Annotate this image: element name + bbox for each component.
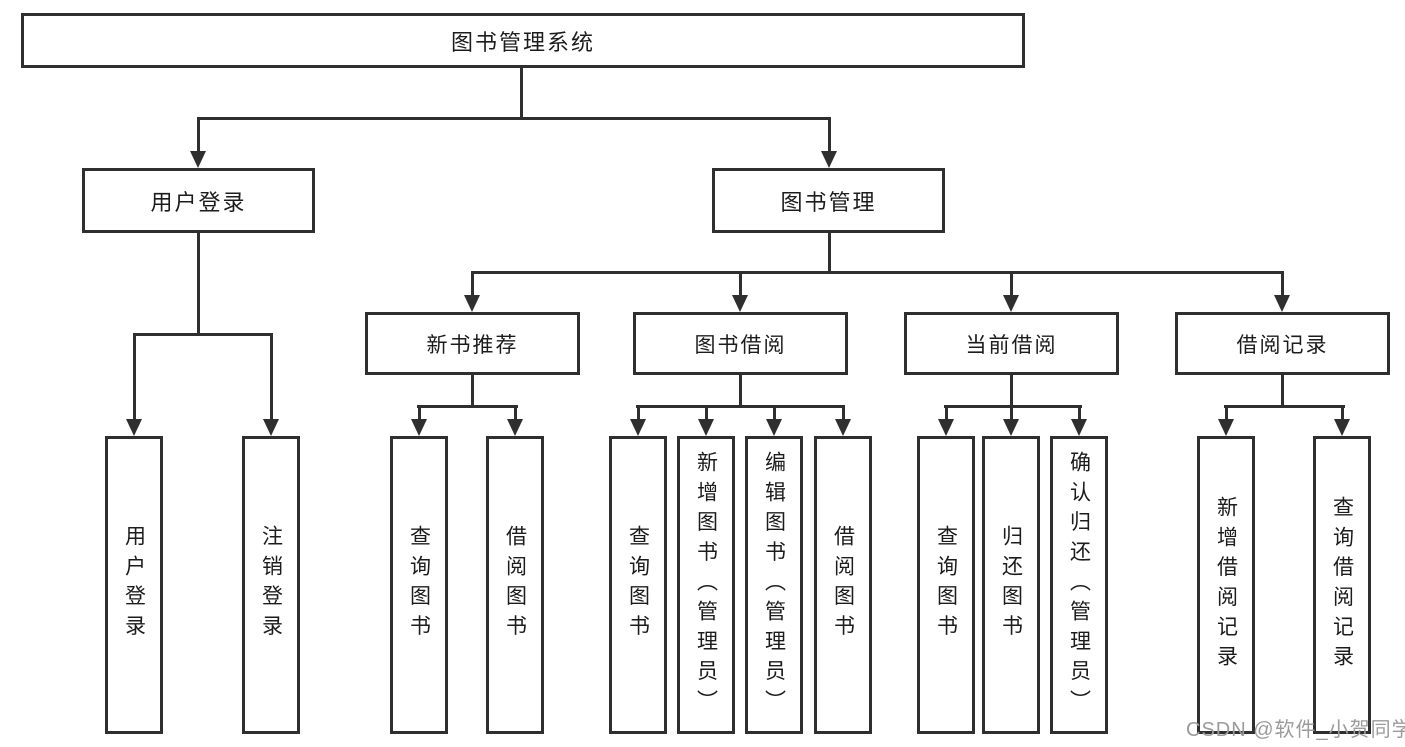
leaf-bb-borrow-books-label: 借阅图书 [831,525,855,645]
leaf-cb-query-books-label: 查询图书 [934,525,958,645]
arrow-down-icon [190,151,206,168]
leaf-bb-edit-books-admin-label: 编辑图书（管理员） [762,450,786,720]
leaf-bb-query-books-label: 查询图书 [626,525,650,645]
leaf-bb-add-books-admin-label: 新增图书（管理员） [694,450,718,720]
arrow-down-icon [698,419,714,436]
leaf-br-query-record-label: 查询借阅记录 [1330,495,1354,675]
arrow-down-icon [263,419,279,436]
arrow-down-icon [464,295,480,312]
node-book-management-label: 图书管理 [780,189,877,215]
node-borrow-records-label: 借阅记录 [1236,333,1329,357]
leaf-bb-query-books: 查询图书 [609,436,667,734]
arrow-down-icon [1334,419,1350,436]
arrow-down-icon [766,419,782,436]
node-book-management: 图书管理 [712,168,945,233]
node-root: 图书管理系统 [21,13,1025,68]
arrow-down-icon [1218,419,1234,436]
leaf-nbr-borrow-books-label: 借阅图书 [503,525,527,645]
leaf-br-add-record: 新增借阅记录 [1197,436,1255,734]
leaf-logout-label: 注销登录 [259,525,283,645]
arrow-down-icon [1003,295,1019,312]
leaf-cb-confirm-return-admin: 确认归还（管理员） [1050,436,1108,734]
leaf-bb-add-books-admin: 新增图书（管理员） [677,436,735,734]
leaf-nbr-query-books-label: 查询图书 [407,525,431,645]
arrow-down-icon [1003,419,1019,436]
arrow-down-icon [835,419,851,436]
node-current-borrow: 当前借阅 [904,312,1119,375]
arrow-down-icon [507,419,523,436]
arrow-down-icon [821,151,837,168]
node-new-book-recommend-label: 新书推荐 [426,333,519,357]
arrow-down-icon [411,419,427,436]
csdn-watermark: CSDN @软件_小贺同学 [1186,719,1405,741]
arrow-down-icon [126,419,142,436]
leaf-br-add-record-label: 新增借阅记录 [1214,495,1238,675]
arrow-down-icon [630,419,646,436]
leaf-bb-edit-books-admin: 编辑图书（管理员） [745,436,803,734]
leaf-nbr-borrow-books: 借阅图书 [486,436,544,734]
node-root-label: 图书管理系统 [450,29,595,55]
leaf-br-query-record: 查询借阅记录 [1313,436,1371,734]
leaf-user-login: 用户登录 [105,436,163,734]
node-new-book-recommend: 新书推荐 [365,312,580,375]
leaf-user-login-label: 用户登录 [122,525,146,645]
arrow-down-icon [1274,295,1290,312]
node-user-login-label: 用户登录 [150,189,247,215]
leaf-nbr-query-books: 查询图书 [390,436,448,734]
node-book-borrow-label: 图书借阅 [694,333,787,357]
leaf-cb-query-books: 查询图书 [917,436,975,734]
node-current-borrow-label: 当前借阅 [965,333,1058,357]
leaf-cb-return-books: 归还图书 [982,436,1040,734]
node-book-borrow: 图书借阅 [633,312,848,375]
arrow-down-icon [1071,419,1087,436]
node-borrow-records: 借阅记录 [1175,312,1390,375]
leaf-cb-confirm-return-admin-label: 确认归还（管理员） [1067,450,1091,720]
arrow-down-icon [732,295,748,312]
node-user-login: 用户登录 [82,168,315,233]
leaf-cb-return-books-label: 归还图书 [999,525,1023,645]
leaf-logout: 注销登录 [242,436,300,734]
leaf-bb-borrow-books: 借阅图书 [814,436,872,734]
arrow-down-icon [938,419,954,436]
